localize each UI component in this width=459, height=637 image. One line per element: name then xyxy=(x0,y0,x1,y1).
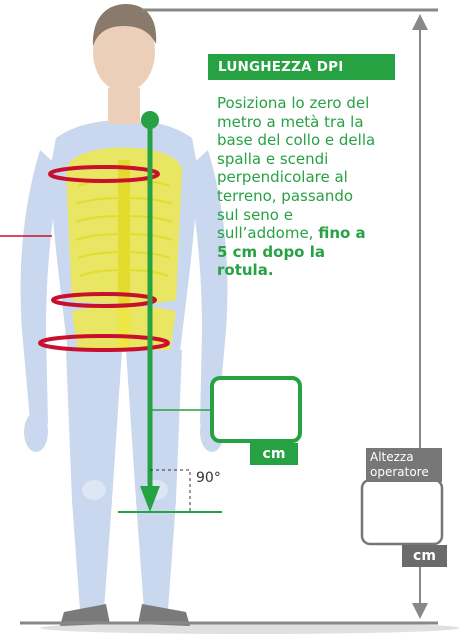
right-foot xyxy=(138,604,190,626)
height-arrow-down-icon xyxy=(412,603,428,619)
left-hand xyxy=(24,412,48,452)
height-label-line2: operatore xyxy=(370,465,429,479)
instruction-body: Posiziona lo zero del metro a metà tra l… xyxy=(217,94,376,243)
floor-shadow xyxy=(40,622,459,634)
angle-label: 90° xyxy=(196,470,221,486)
height-arrow-up-icon xyxy=(412,14,428,30)
right-leg xyxy=(126,350,182,610)
chest-band xyxy=(48,165,160,183)
neck xyxy=(108,88,140,124)
right-angle-marker xyxy=(150,469,191,512)
right-arm xyxy=(186,150,228,425)
height-label-line1: Altezza xyxy=(370,450,414,464)
waist-band xyxy=(51,292,157,308)
title-badge: LUNGHEZZA DPI xyxy=(208,54,395,80)
spine xyxy=(118,160,130,350)
hair xyxy=(92,4,157,46)
arrow-down-icon xyxy=(140,486,160,512)
pelvis xyxy=(72,306,176,350)
left-arm xyxy=(20,150,62,425)
instruction-emphasis: fino a 5 cm dopo la rotula. xyxy=(217,224,366,280)
left-foot xyxy=(60,604,110,626)
length-input-box[interactable] xyxy=(210,376,302,443)
hip-band xyxy=(38,334,170,352)
instruction-text: Posiziona lo zero del metro a metà tra l… xyxy=(217,94,377,280)
height-unit-label: cm xyxy=(402,545,447,567)
length-unit-label: cm xyxy=(250,443,298,465)
height-label: Altezza operatore xyxy=(366,448,442,482)
left-kneecap xyxy=(82,480,106,500)
height-input-box[interactable] xyxy=(360,478,444,546)
head xyxy=(93,12,155,92)
